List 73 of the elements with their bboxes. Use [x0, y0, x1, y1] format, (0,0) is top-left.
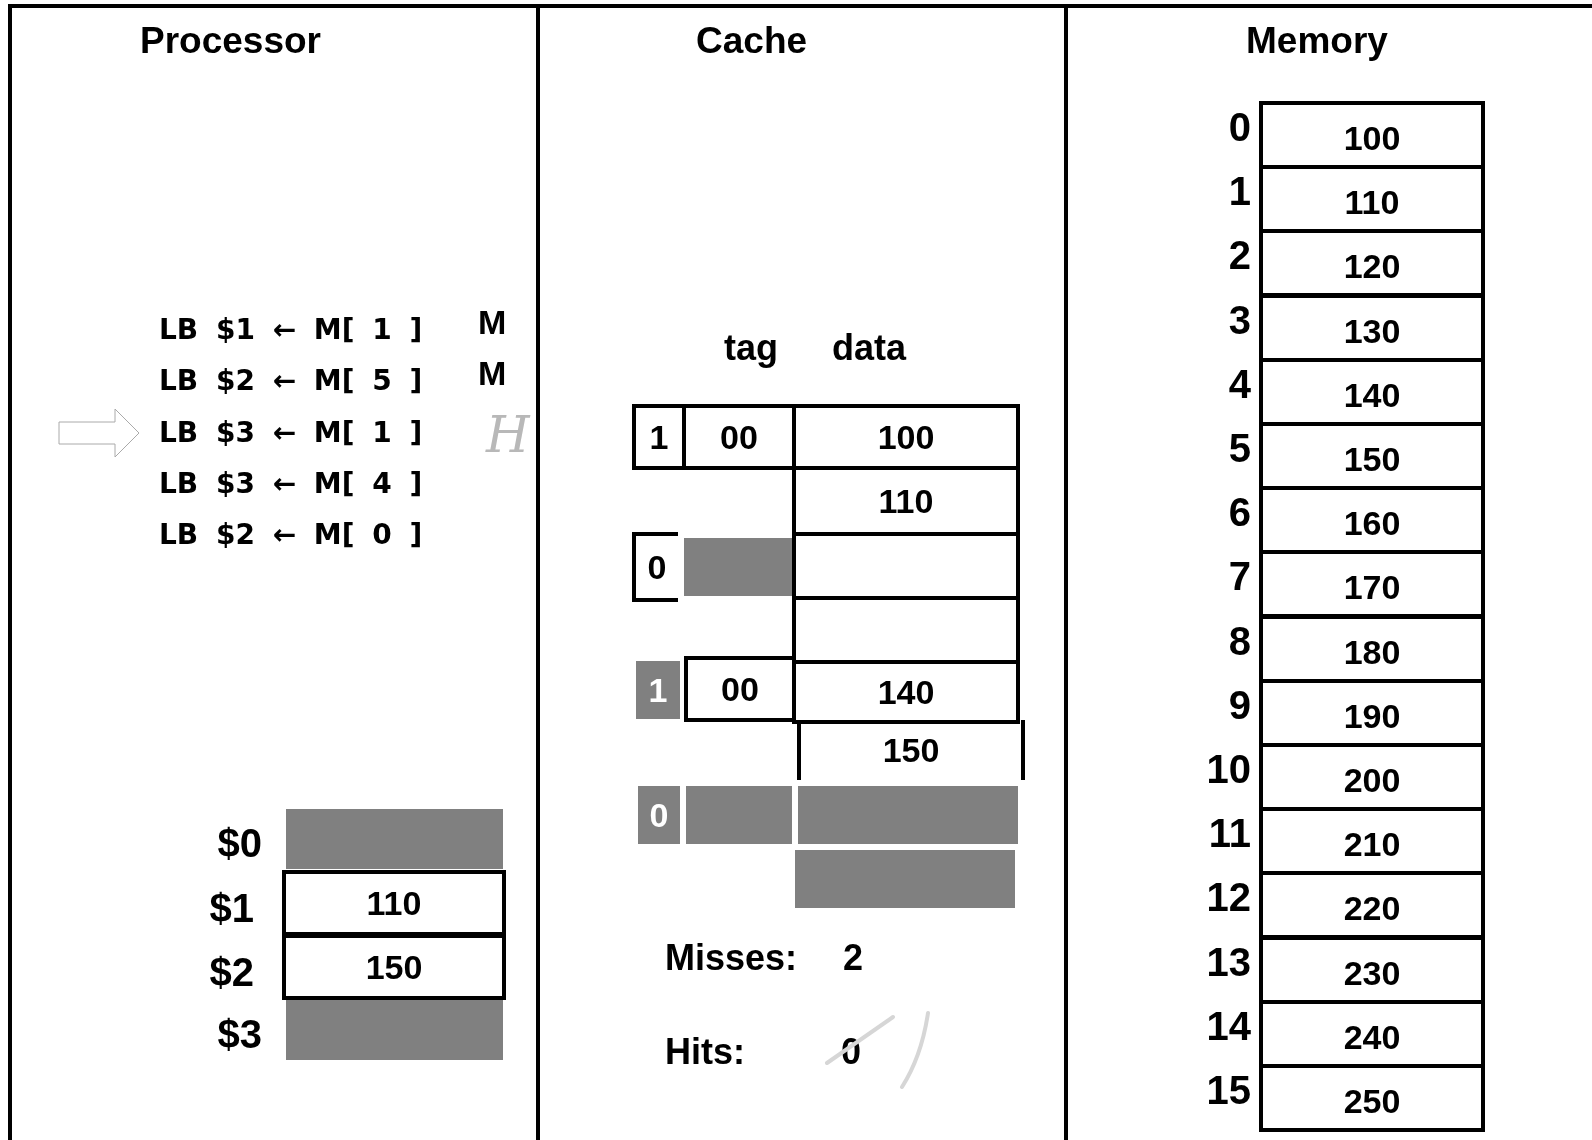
- cell-value: 110: [1343, 182, 1401, 224]
- shaded-block: [795, 850, 1015, 908]
- cell-value: 200: [1342, 760, 1402, 801]
- cell-value: 150: [1342, 439, 1402, 480]
- register-label: $1: [209, 888, 254, 928]
- valid-bit: 0: [646, 547, 668, 588]
- cell-value: 180: [1342, 631, 1402, 673]
- address-label: 6: [1228, 492, 1251, 533]
- address-label: 4: [1228, 363, 1251, 404]
- cell-value: 140: [876, 672, 936, 713]
- cell-value: 100: [876, 417, 936, 458]
- column-heading: Memory: [1246, 22, 1388, 59]
- cell-value: 120: [1342, 246, 1402, 288]
- address-label: 1: [1228, 171, 1251, 212]
- instruction-line: LB $1 ← M[ 1 ]: [159, 316, 423, 344]
- address-label: 10: [1206, 749, 1251, 789]
- cell-value: 170: [1342, 567, 1402, 609]
- cell-value: 00: [720, 669, 760, 710]
- address-label: 13: [1206, 941, 1251, 982]
- shaded-block: [798, 786, 1018, 844]
- cell-value: 130: [1342, 310, 1402, 352]
- address-label: 15: [1206, 1070, 1251, 1110]
- cell-value: 250: [1342, 1081, 1402, 1122]
- instruction-line: LB $2 ← M[ 5 ]: [159, 367, 423, 395]
- stat-text: 2: [843, 940, 864, 976]
- valid-bit-block: [638, 786, 680, 844]
- address-label: 11: [1208, 813, 1251, 854]
- address-label: 3: [1228, 299, 1251, 340]
- cell-value: 140: [1342, 374, 1402, 416]
- register-label: $0: [217, 823, 262, 863]
- address-label: 0: [1228, 107, 1251, 147]
- cell-value: 110: [365, 883, 423, 924]
- column-label: data: [832, 330, 907, 366]
- cell-box: [797, 720, 1025, 780]
- register-label: $2: [209, 952, 254, 992]
- stat-text: Misses:: [665, 940, 798, 976]
- instruction-line: LB $2 ← M[ 0 ]: [159, 521, 423, 549]
- handwritten-mark: H: [486, 410, 530, 460]
- cell-value: 150: [881, 730, 941, 771]
- stat-text: Hits:: [665, 1034, 745, 1070]
- cell-value: 240: [1342, 1016, 1402, 1058]
- valid-bit: 1: [648, 417, 670, 458]
- valid-bit-bracket: [632, 532, 678, 602]
- valid-bit: 1: [647, 670, 669, 711]
- valid-bit: 0: [648, 795, 670, 836]
- address-label: 12: [1206, 877, 1251, 918]
- register-label: $3: [217, 1014, 262, 1054]
- instruction-line: LB $3 ← M[ 4 ]: [159, 470, 423, 498]
- cell-value: 160: [1342, 503, 1402, 545]
- column-panel: [1064, 4, 1592, 1140]
- cell-value: 210: [1342, 824, 1402, 866]
- address-label: 2: [1228, 235, 1251, 276]
- cell-value: 220: [1342, 888, 1402, 930]
- cell-value: 110: [877, 481, 935, 522]
- miss-mark: M: [478, 305, 507, 339]
- cell-value: 190: [1342, 695, 1402, 737]
- shaded-block: [686, 786, 792, 844]
- valid-bit-block: [636, 661, 680, 719]
- miss-mark: M: [478, 356, 507, 390]
- shaded-block: [684, 538, 792, 596]
- address-label: 7: [1228, 556, 1251, 597]
- instruction-line: LB $3 ← M[ 1 ]: [159, 419, 423, 447]
- cell-value: 100: [1342, 118, 1402, 159]
- column-label: tag: [724, 330, 778, 366]
- cell-value: 230: [1342, 952, 1402, 994]
- address-label: 14: [1206, 1005, 1251, 1046]
- address-label: 8: [1228, 620, 1251, 661]
- address-label: 9: [1228, 684, 1251, 725]
- address-label: 5: [1228, 428, 1251, 468]
- column-heading: Processor: [140, 22, 321, 59]
- cell-value: 150: [364, 947, 424, 988]
- column-heading: Cache: [696, 22, 808, 59]
- cell-value: 00: [719, 417, 759, 458]
